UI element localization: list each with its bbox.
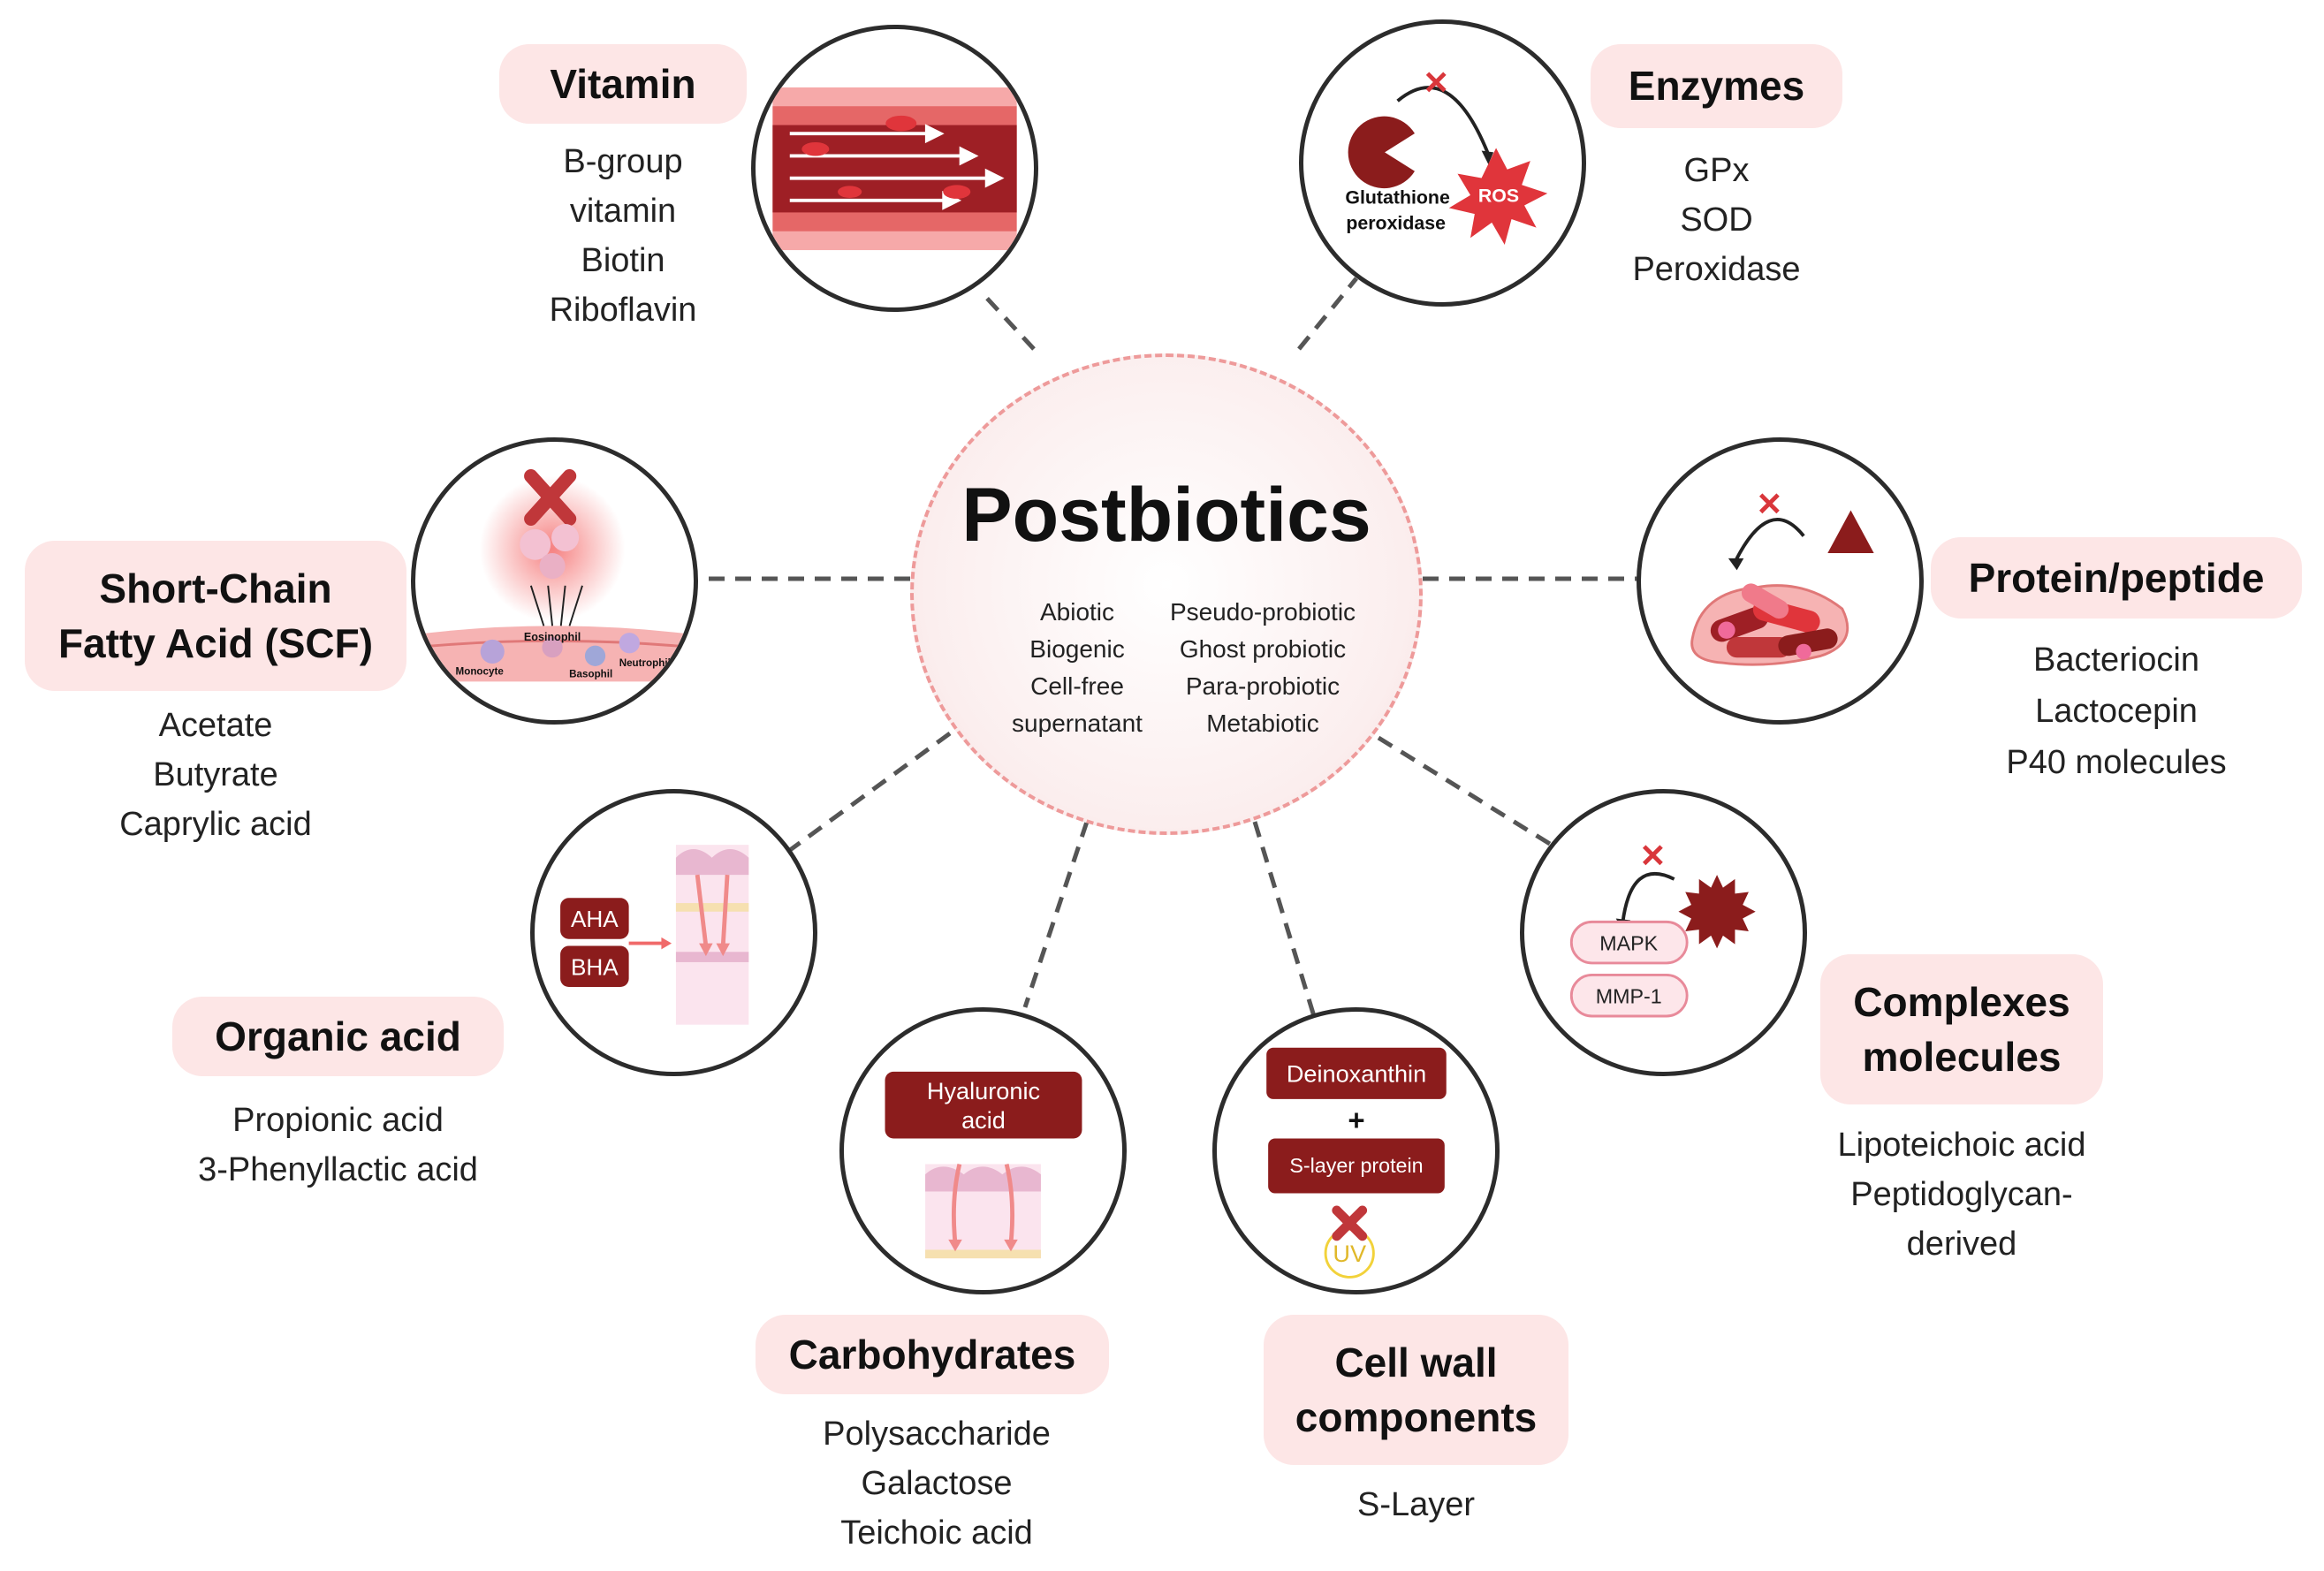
glutathione-text: Glutathione [1345,187,1450,209]
list-item: Caprylic acid [119,806,312,843]
center-term: supernatant [1012,710,1143,737]
scfa-items: Acetate Butyrate Caprylic acid [25,701,406,849]
cellwall-items: S-Layer [1264,1480,1568,1529]
center-terms-right: Pseudo-probiotic Ghost probiotic Para-pr… [1157,594,1369,742]
protein-circle [1637,437,1924,725]
list-item: Galactose [861,1465,1013,1502]
list-item: Lactocepin [2035,693,2198,730]
center-title: Postbiotics [961,473,1371,558]
connector-carbs [1022,821,1090,1008]
carbs-circle: Hyaluronic acid [839,1007,1127,1294]
uv-text: UV [1333,1240,1366,1267]
bha-text: BHA [571,953,619,980]
protein-label: Protein/peptide [1931,537,2302,619]
complexes-circle: MAPK MMP-1 [1520,789,1807,1076]
center-term: Pseudo-probiotic [1169,598,1356,626]
scfa-label: Short-Chain Fatty Acid (SCF) [25,541,406,691]
hyaluronic-text-2: acid [961,1106,1006,1134]
list-item: Peroxidase [1632,251,1801,288]
list-item: Biotin [581,242,665,279]
list-item: Peptidoglycan- [1850,1176,2073,1213]
center-terms-left: Abiotic Biogenic Cell-free supernatant [998,594,1157,742]
bacteria-protein-icon [1690,493,1874,666]
center-term: Abiotic [1039,598,1115,626]
connector-complexes [1377,735,1566,855]
list-item: B-group [563,143,683,180]
list-item: GPx [1683,152,1750,189]
skin-aha-bha-icon: AHA BHA [560,845,749,1025]
immune-cells-icon: Eosinophil Monocyte Basophil Neutrophil [415,469,694,682]
deinoxanthin-text: Deinoxanthin [1287,1059,1426,1087]
carbs-items: Polysaccharide Galactose Teichoic acid [760,1409,1113,1558]
basophil-text: Basophil [569,669,612,680]
list-item: SOD [1680,201,1753,239]
organic-label: Organic acid [172,997,504,1076]
protein-items: Bacteriocin Lactocepin P40 molecules [1931,634,2302,788]
list-item: derived [1906,1226,2017,1263]
scfa-circle: Eosinophil Monocyte Basophil Neutrophil [411,437,698,725]
center-term: Para-probiotic [1185,672,1340,700]
vitamin-circle [751,25,1038,312]
center-term: Biogenic [1029,635,1125,663]
enzymes-items: GPx SOD Peroxidase [1591,146,1842,294]
plus-text: + [1348,1104,1364,1136]
complexes-label: Complexes molecules [1820,954,2103,1104]
mmp-text: MMP-1 [1596,984,1662,1007]
postbiotics-center: Postbiotics Abiotic Biogenic Cell-free s… [910,353,1423,835]
complexes-label-line1: Complexes [1853,978,2070,1025]
mapk-text: MAPK [1599,931,1658,954]
slayer-text: S-layer protein [1289,1154,1423,1177]
enzymes-circle: ROS Glutathione peroxidase [1299,19,1586,307]
list-item: P40 molecules [2006,744,2227,781]
vitamin-label: Vitamin [499,44,747,124]
connector-enzymes [1297,277,1358,351]
connector-vitamin [979,290,1036,351]
eosinophil-text: Eosinophil [524,631,581,643]
list-item: Butyrate [153,756,278,793]
aha-text: AHA [571,906,619,932]
list-item: Propionic acid [232,1102,444,1139]
complexes-label-line2: molecules [1862,1034,2062,1080]
list-item: S-Layer [1356,1486,1476,1523]
cellwall-label: Cell wall components [1264,1315,1568,1465]
vitamin-items: B-group vitamin Biotin Riboflavin [499,137,747,335]
list-item: Lipoteichoic acid [1837,1127,2086,1164]
center-term: Metabiotic [1206,710,1319,737]
list-item: Acetate [158,707,273,744]
list-item: Bacteriocin [2033,641,2199,679]
list-item: vitamin [569,193,677,230]
deinoxanthin-uv-icon: Deinoxanthin + S-layer protein UV [1266,1047,1447,1279]
neutrophil-text: Neutrophil [619,657,671,669]
mapk-mmp-icon: MAPK MMP-1 [1569,845,1756,1018]
list-item: Polysaccharide [823,1415,1051,1453]
scfa-label-line2: Fatty Acid (SCF) [57,620,374,666]
scfa-label-line1: Short-Chain [99,565,332,611]
carbs-label: Carbohydrates [756,1315,1109,1394]
blood-vessel-icon [772,87,1017,251]
organic-circle: AHA BHA [530,789,817,1076]
hyaluronic-skin-icon: Hyaluronic acid [885,1071,1082,1259]
enzymes-label: Enzymes [1591,44,1842,128]
cellwall-circle: Deinoxanthin + S-layer protein UV [1212,1007,1500,1294]
ros-text: ROS [1478,186,1519,207]
connector-cellwall [1252,821,1319,1026]
list-item: Riboflavin [549,292,697,329]
cellwall-label-line1: Cell wall [1334,1339,1498,1385]
center-term: Ghost probiotic [1179,635,1347,663]
center-term: Cell-free [1030,672,1124,700]
connector-organic [785,731,952,855]
list-item: Teichoic acid [840,1514,1033,1552]
cellwall-label-line2: components [1295,1394,1538,1440]
enzyme-ros-icon: ROS Glutathione peroxidase [1345,72,1548,246]
organic-items: Propionic acid 3-Phenyllactic acid [155,1096,521,1195]
monocyte-text: Monocyte [456,666,505,678]
complexes-items: Lipoteichoic acid Peptidoglycan- derived [1785,1120,2138,1269]
hyaluronic-text-1: Hyaluronic [927,1077,1040,1104]
list-item: 3-Phenyllactic acid [198,1151,478,1188]
peroxidase-text: peroxidase [1346,213,1446,234]
